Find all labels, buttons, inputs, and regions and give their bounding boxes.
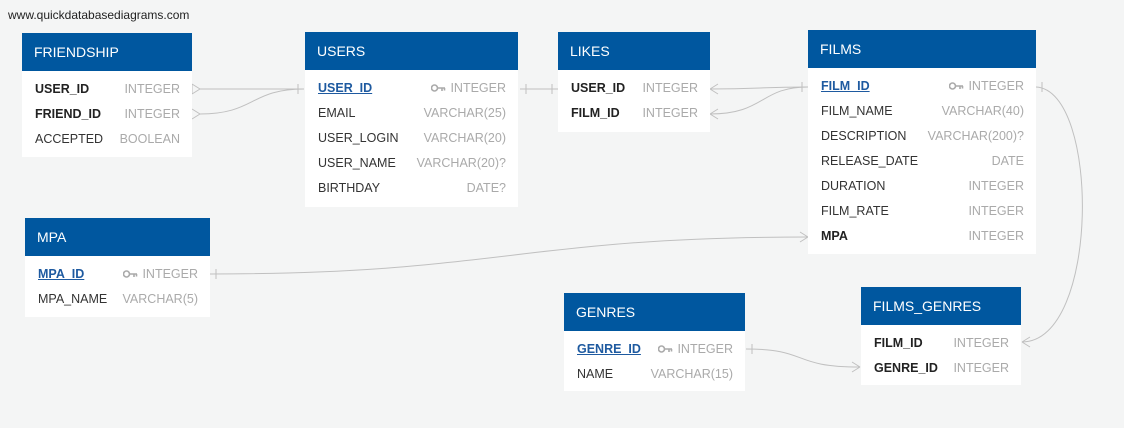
- field-row[interactable]: USER_NAME VARCHAR(20)?: [305, 150, 518, 175]
- field-row[interactable]: USER_LOGIN VARCHAR(20): [305, 125, 518, 150]
- field-row[interactable]: USER_ID INTEGER: [305, 75, 518, 100]
- field-type: INTEGER: [968, 78, 1024, 93]
- field-type: INTEGER: [677, 341, 733, 356]
- field-name: FILM_ID: [874, 335, 923, 350]
- field-row[interactable]: RELEASE_DATE DATE: [808, 148, 1036, 173]
- field-row[interactable]: GENRE_ID INTEGER: [564, 336, 745, 361]
- field-name: GENRE_ID: [577, 341, 641, 356]
- field-name: FILM_NAME: [821, 103, 893, 118]
- field-type: VARCHAR(40): [941, 103, 1024, 118]
- field-name: RELEASE_DATE: [821, 153, 919, 168]
- field-type: INTEGER: [450, 80, 506, 95]
- field-type: DATE?: [466, 180, 506, 195]
- field-name: FILM_ID: [571, 105, 620, 120]
- watermark: www.quickdatabasediagrams.com: [8, 8, 190, 22]
- field-type-wrap: INTEGER: [431, 81, 506, 95]
- key-icon: [949, 81, 964, 90]
- field-row[interactable]: FILM_ID INTEGER: [808, 73, 1036, 98]
- field-row[interactable]: DURATION INTEGER: [808, 173, 1036, 198]
- table-mpa[interactable]: MPA MPA_ID INTEGER MPA_NAME VARCHAR(5): [25, 218, 210, 317]
- field-name: USER_ID: [571, 80, 626, 95]
- table-header: LIKES: [558, 32, 710, 70]
- field-row[interactable]: GENRE_ID INTEGER: [861, 355, 1021, 380]
- field-type: INTEGER: [953, 360, 1009, 375]
- table-header: GENRES: [564, 293, 745, 331]
- table-header: FRIENDSHIP: [22, 33, 192, 71]
- field-type-wrap: INTEGER: [949, 79, 1024, 93]
- field-row[interactable]: FRIEND_ID INTEGER: [22, 101, 192, 126]
- table-header: FILMS: [808, 30, 1036, 68]
- key-icon: [431, 83, 446, 92]
- field-row[interactable]: USER_ID INTEGER: [22, 76, 192, 101]
- table-genres[interactable]: GENRES GENRE_ID INTEGER NAME VARCHAR(15): [564, 293, 745, 391]
- field-name: BIRTHDAY: [318, 180, 381, 195]
- field-row[interactable]: NAME VARCHAR(15): [564, 361, 745, 386]
- field-name: EMAIL: [318, 105, 356, 120]
- link-friendship-friend: [199, 88, 305, 115]
- field-type: INTEGER: [968, 228, 1024, 243]
- field-type: VARCHAR(25): [423, 105, 506, 120]
- field-name: ACCEPTED: [35, 131, 104, 146]
- field-row[interactable]: FILM_ID INTEGER: [861, 330, 1021, 355]
- field-type: INTEGER: [142, 266, 198, 281]
- field-name: FILM_RATE: [821, 203, 889, 218]
- field-name: FRIEND_ID: [35, 106, 101, 121]
- field-row[interactable]: EMAIL VARCHAR(25): [305, 100, 518, 125]
- field-name: NAME: [577, 366, 614, 381]
- table-films-genres[interactable]: FILMS_GENRES FILM_ID INTEGER GENRE_ID IN…: [861, 287, 1021, 385]
- field-row[interactable]: USER_ID INTEGER: [558, 75, 710, 100]
- field-type: INTEGER: [124, 106, 180, 121]
- field-name: DURATION: [821, 178, 886, 193]
- link-likes-film-films: [709, 86, 809, 115]
- table-header: FILMS_GENRES: [861, 287, 1021, 325]
- field-type: DATE: [991, 153, 1024, 168]
- field-name: MPA_ID: [38, 266, 85, 281]
- field-name: DESCRIPTION: [821, 128, 907, 143]
- field-row[interactable]: MPA_ID INTEGER: [25, 261, 210, 286]
- field-row[interactable]: FILM_RATE INTEGER: [808, 198, 1036, 223]
- field-row[interactable]: MPA_NAME VARCHAR(5): [25, 286, 210, 311]
- field-type: VARCHAR(15): [650, 366, 733, 381]
- field-type: INTEGER: [124, 81, 180, 96]
- field-name: USER_ID: [35, 81, 90, 96]
- field-type: BOOLEAN: [119, 131, 180, 146]
- field-type: INTEGER: [953, 335, 1009, 350]
- link-films-filmsgenres: [1021, 86, 1083, 343]
- field-type: INTEGER: [968, 178, 1024, 193]
- field-name: USER_ID: [318, 80, 373, 95]
- field-type: VARCHAR(5): [122, 291, 198, 306]
- field-type: VARCHAR(200)?: [927, 128, 1024, 143]
- field-row[interactable]: ACCEPTED BOOLEAN: [22, 126, 192, 151]
- table-likes[interactable]: LIKES USER_ID INTEGER FILM_ID INTEGER: [558, 32, 710, 132]
- field-name: GENRE_ID: [874, 360, 938, 375]
- field-name: MPA_NAME: [38, 291, 108, 306]
- field-type: INTEGER: [642, 80, 698, 95]
- table-users[interactable]: USERS USER_ID INTEGER EMAIL VARCHAR(25) …: [305, 32, 518, 207]
- link-mpa-films: [209, 236, 809, 275]
- link-genres-filmsgenres: [745, 348, 861, 368]
- table-films[interactable]: FILMS FILM_ID INTEGER FILM_NAME VARCHAR(…: [808, 30, 1036, 254]
- field-name: FILM_ID: [821, 78, 870, 93]
- field-type-wrap: INTEGER: [658, 342, 733, 356]
- table-header: MPA: [25, 218, 210, 256]
- field-row[interactable]: BIRTHDAY DATE?: [305, 175, 518, 200]
- table-header: USERS: [305, 32, 518, 70]
- link-likes-user-films: [709, 86, 809, 90]
- field-row[interactable]: FILM_NAME VARCHAR(40): [808, 98, 1036, 123]
- field-type: INTEGER: [642, 105, 698, 120]
- field-name: MPA: [821, 228, 848, 243]
- field-type: INTEGER: [968, 203, 1024, 218]
- field-name: USER_NAME: [318, 155, 396, 170]
- field-type: VARCHAR(20): [423, 130, 506, 145]
- field-type-wrap: INTEGER: [123, 267, 198, 281]
- key-icon: [123, 269, 138, 278]
- field-row[interactable]: MPA INTEGER: [808, 223, 1036, 248]
- table-friendship[interactable]: FRIENDSHIP USER_ID INTEGER FRIEND_ID INT…: [22, 33, 192, 157]
- field-row[interactable]: DESCRIPTION VARCHAR(200)?: [808, 123, 1036, 148]
- field-name: USER_LOGIN: [318, 130, 399, 145]
- field-row[interactable]: FILM_ID INTEGER: [558, 100, 710, 125]
- key-icon: [658, 344, 673, 353]
- field-type: VARCHAR(20)?: [416, 155, 506, 170]
